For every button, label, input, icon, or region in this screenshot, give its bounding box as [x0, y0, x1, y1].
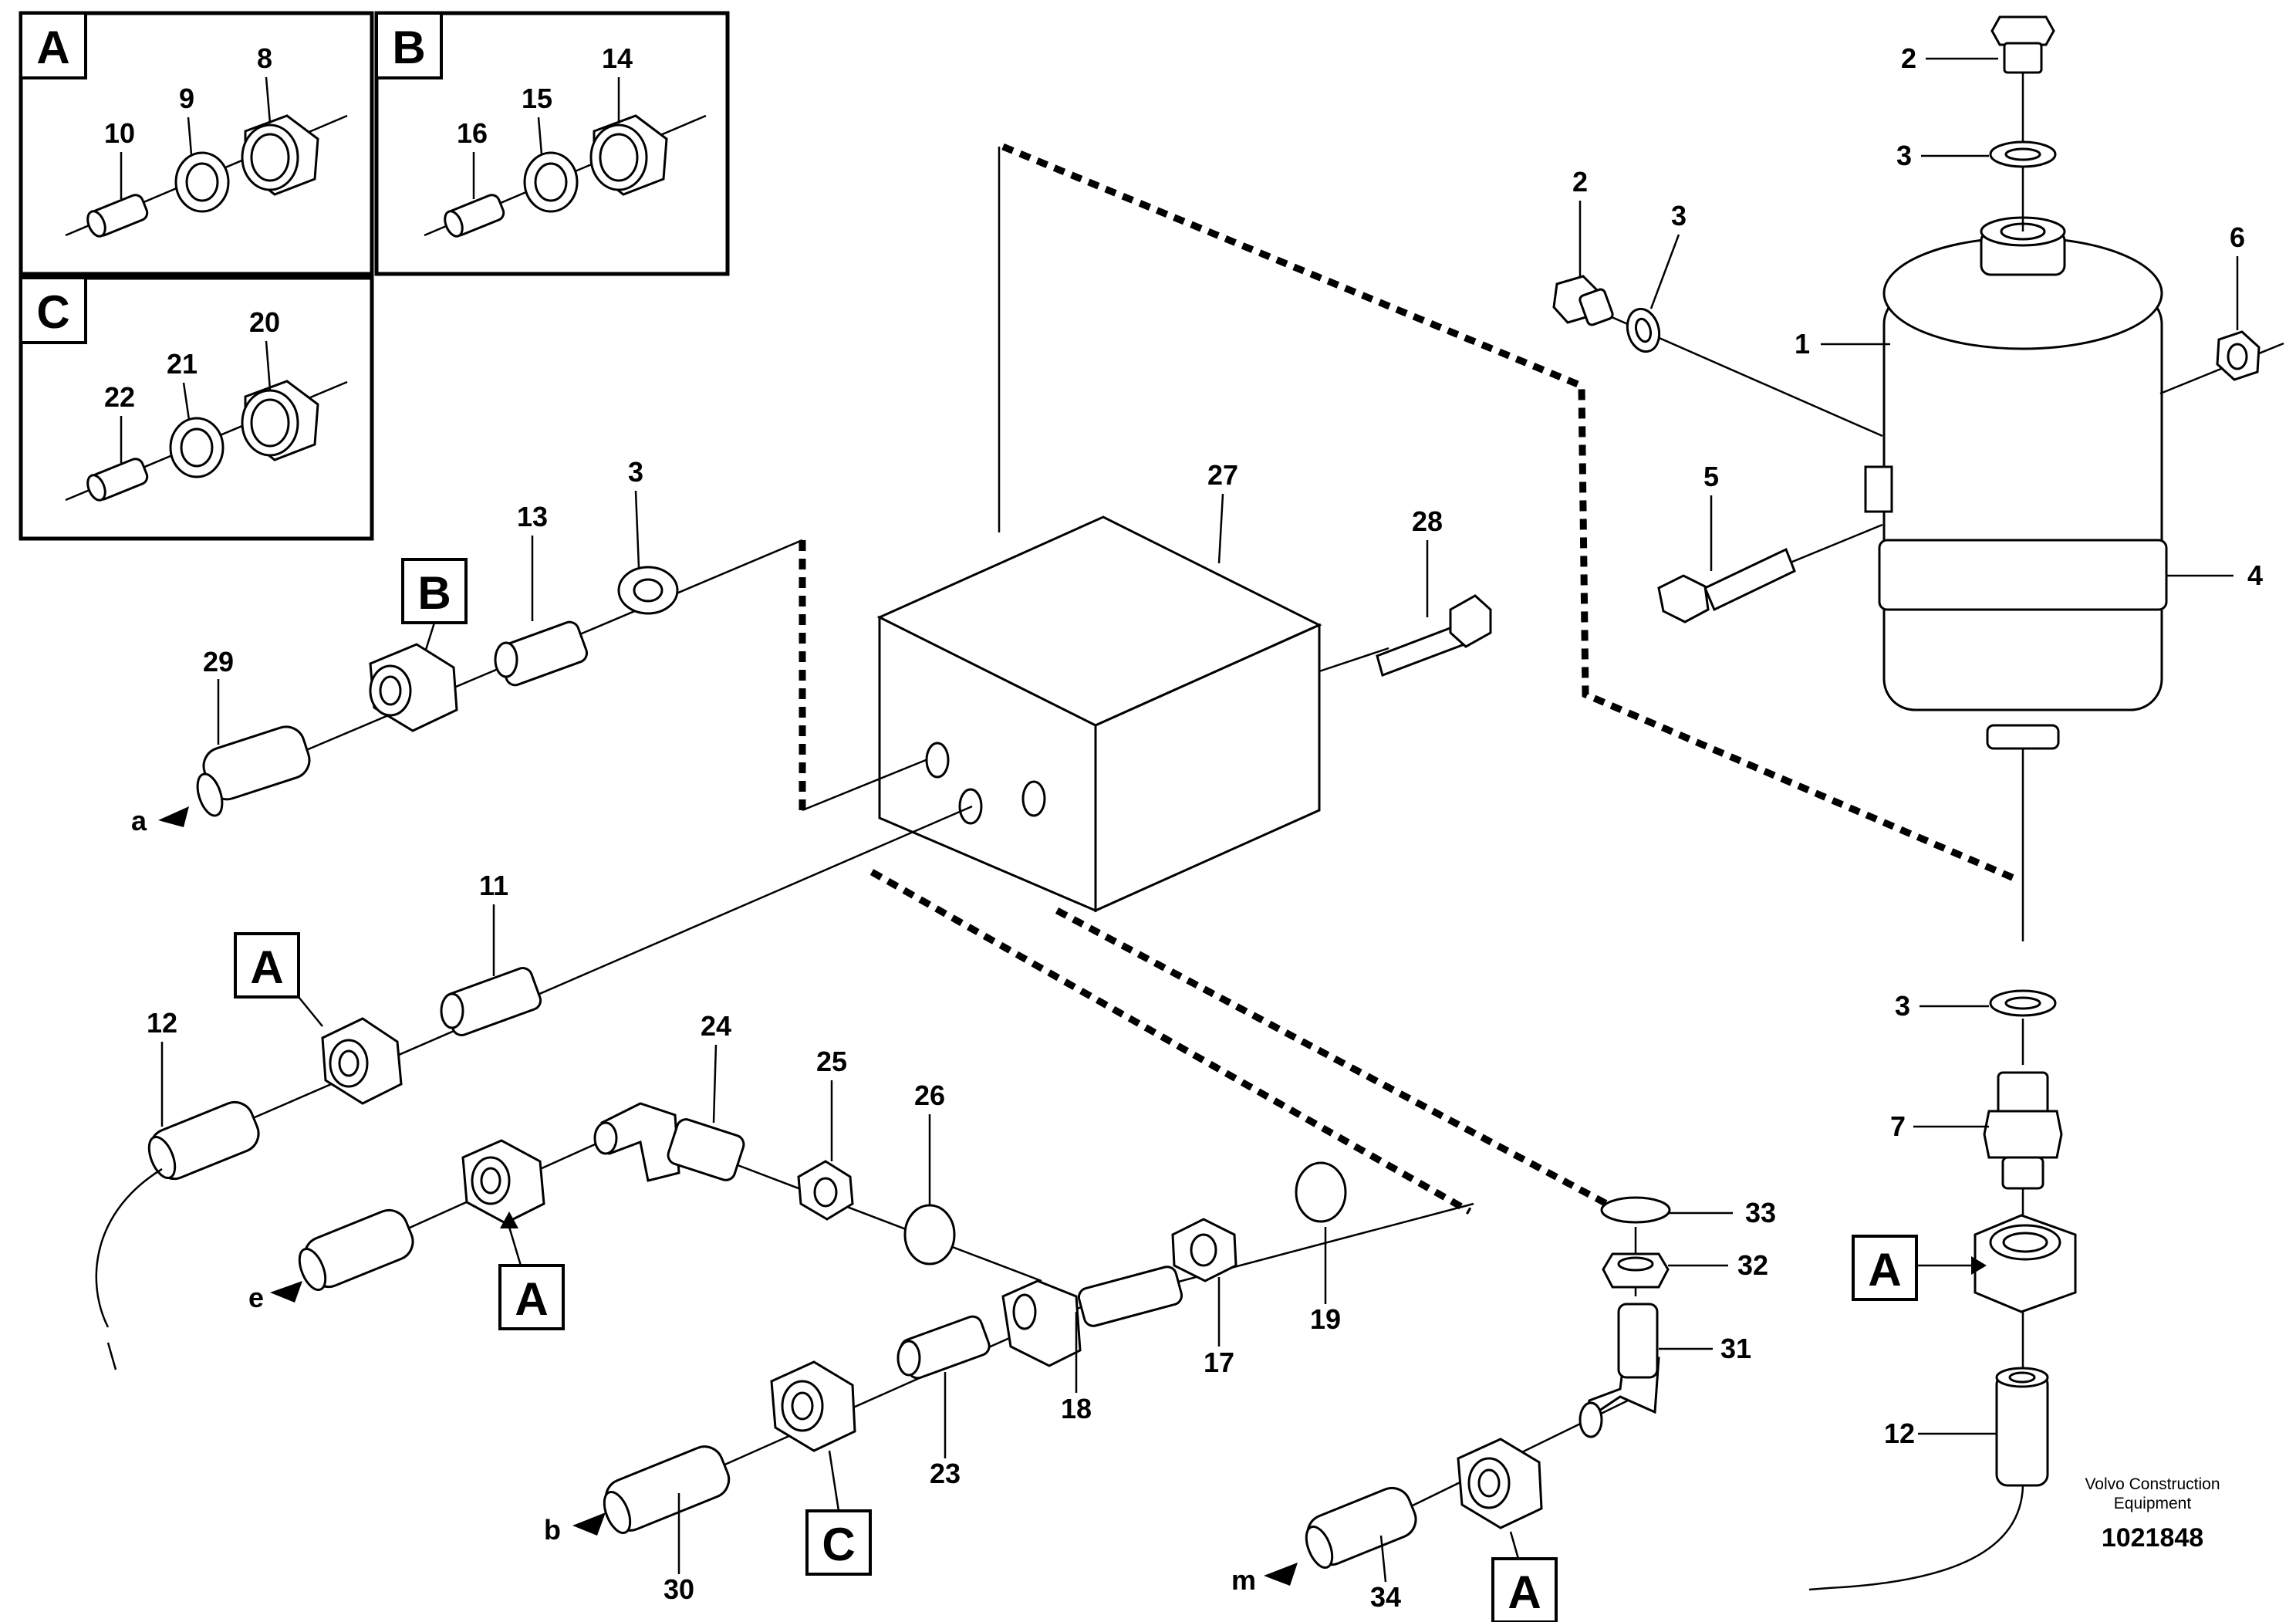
- branch-b: b 30 C 23 18 17 19: [544, 1161, 1474, 1605]
- inset-a-callout-10: 10: [104, 117, 135, 149]
- branch-e: e A 24 25 26: [248, 1010, 1042, 1330]
- callout-3-top: 3: [1896, 140, 1912, 171]
- inset-b-callout-14: 14: [602, 42, 633, 74]
- inset-c-callout-20: 20: [249, 306, 280, 338]
- callout-17: 17: [1204, 1347, 1234, 1378]
- inset-b-label: B: [392, 22, 425, 73]
- connection-a: a: [131, 805, 147, 836]
- callout-19: 19: [1310, 1303, 1341, 1335]
- figure-number: 1021848: [2102, 1523, 2203, 1553]
- washer-3-top: 3: [1896, 140, 2057, 171]
- ref-tag-a-m: A: [1508, 1566, 1541, 1618]
- credit-line-1: Volvo Construction: [2085, 1475, 2220, 1493]
- bolt-28: 28: [1376, 505, 1492, 677]
- ref-tag-c-b: C: [822, 1519, 855, 1570]
- callout-13: 13: [517, 501, 548, 532]
- callout-2-top: 2: [1901, 42, 1916, 74]
- callout-1: 1: [1795, 328, 1810, 360]
- inset-c-callout-21: 21: [167, 348, 198, 380]
- bolt-5: 5: [1657, 461, 1883, 623]
- nut-a-right: A: [1852, 1214, 2077, 1370]
- washer-3-lower: 3: [1895, 989, 2057, 1022]
- plug-2-top: 2: [1901, 15, 2055, 74]
- callout-26: 26: [914, 1080, 945, 1111]
- dashed-lines: [799, 143, 2019, 1222]
- branch-m: m 34 A 31 32 33: [1231, 1196, 1776, 1622]
- callout-12-right: 12: [1884, 1418, 1915, 1449]
- valve-block-27: 27: [876, 147, 1389, 913]
- callout-4: 4: [2247, 559, 2263, 591]
- callout-25: 25: [816, 1046, 847, 1077]
- nut-6: 6: [2159, 221, 2284, 395]
- callout-29: 29: [203, 646, 234, 678]
- callout-31: 31: [1720, 1333, 1751, 1364]
- connection-e: e: [248, 1282, 264, 1313]
- connection-m: m: [1231, 1564, 1256, 1596]
- inset-c: C 22 21 20: [19, 275, 374, 541]
- credit-block: Volvo Construction Equipment 1021848: [2085, 1475, 2220, 1553]
- inset-b-callout-15: 15: [522, 83, 552, 114]
- inset-c-callout-22: 22: [104, 381, 135, 413]
- callout-23: 23: [930, 1458, 961, 1489]
- branch-a: 29 B 13 3 a: [131, 456, 927, 836]
- callout-3-branch: 3: [628, 456, 643, 488]
- inset-c-label: C: [36, 286, 69, 338]
- inset-a-label: A: [36, 22, 69, 73]
- callout-30: 30: [663, 1573, 694, 1605]
- callout-11: 11: [479, 870, 508, 901]
- inset-b: B 16 15 14: [374, 11, 730, 276]
- inset-a-callout-9: 9: [179, 83, 194, 114]
- ref-tag-a-mid: A: [250, 941, 283, 993]
- callout-6: 6: [2230, 221, 2245, 253]
- inset-b-callout-16: 16: [457, 117, 488, 149]
- callout-27: 27: [1207, 459, 1238, 491]
- ref-tag-a-e: A: [515, 1273, 548, 1325]
- hose-12-right: 12: [1808, 1367, 2049, 1591]
- callout-7: 7: [1890, 1110, 1906, 1142]
- branch-11: A 12 11: [95, 805, 973, 1370]
- ref-tag-a-right: A: [1868, 1244, 1901, 1296]
- callout-2-left: 2: [1572, 166, 1588, 198]
- ref-tag-b-top: B: [417, 567, 451, 619]
- nipple-7: 7: [1890, 1019, 2063, 1219]
- inset-a: A 10 9 8: [19, 11, 374, 276]
- filter-canister-1: 1 4: [1795, 54, 2263, 941]
- callout-3-left: 3: [1671, 200, 1687, 231]
- callout-5: 5: [1703, 461, 1719, 492]
- callout-34: 34: [1370, 1581, 1401, 1613]
- callout-32: 32: [1737, 1249, 1768, 1281]
- callout-3-lower: 3: [1895, 990, 1910, 1022]
- callout-28: 28: [1412, 505, 1443, 537]
- inset-a-callout-8: 8: [257, 42, 272, 74]
- callout-24: 24: [701, 1010, 731, 1042]
- credit-line-2: Equipment: [2114, 1495, 2192, 1512]
- callout-12-left: 12: [147, 1007, 177, 1039]
- callout-18: 18: [1061, 1393, 1092, 1424]
- callout-33: 33: [1745, 1197, 1776, 1228]
- connection-b: b: [544, 1514, 561, 1546]
- plug-2-left: 2 3: [1552, 166, 1883, 438]
